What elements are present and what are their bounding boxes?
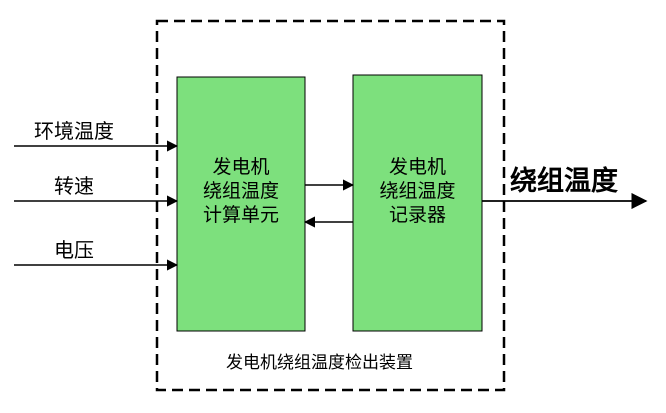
recorder-label: 发电机 绕组温度 记录器: [353, 156, 482, 227]
recorder-line-1: 发电机: [388, 156, 446, 178]
voltage-label: 电压: [54, 238, 94, 262]
calc-unit-line-1: 发电机: [212, 156, 270, 178]
calc-unit-label: 发电机 绕组温度 计算单元: [177, 156, 305, 227]
calc-unit-line-3: 计算单元: [202, 203, 279, 226]
rotational-speed-label: 转速: [54, 174, 94, 198]
ambient-temperature-label: 环境温度: [34, 119, 114, 143]
recorder-line-2: 绕组温度: [379, 179, 456, 202]
device-caption: 发电机绕组温度检出装置: [226, 353, 413, 373]
output-label: 绕组温度: [510, 166, 618, 197]
recorder-box: [352, 74, 483, 332]
recorder-line-3: 记录器: [388, 203, 446, 226]
device-boundary: [155, 19, 506, 392]
calc-unit-line-2: 绕组温度: [202, 179, 279, 202]
calc-unit-box: [176, 76, 306, 332]
